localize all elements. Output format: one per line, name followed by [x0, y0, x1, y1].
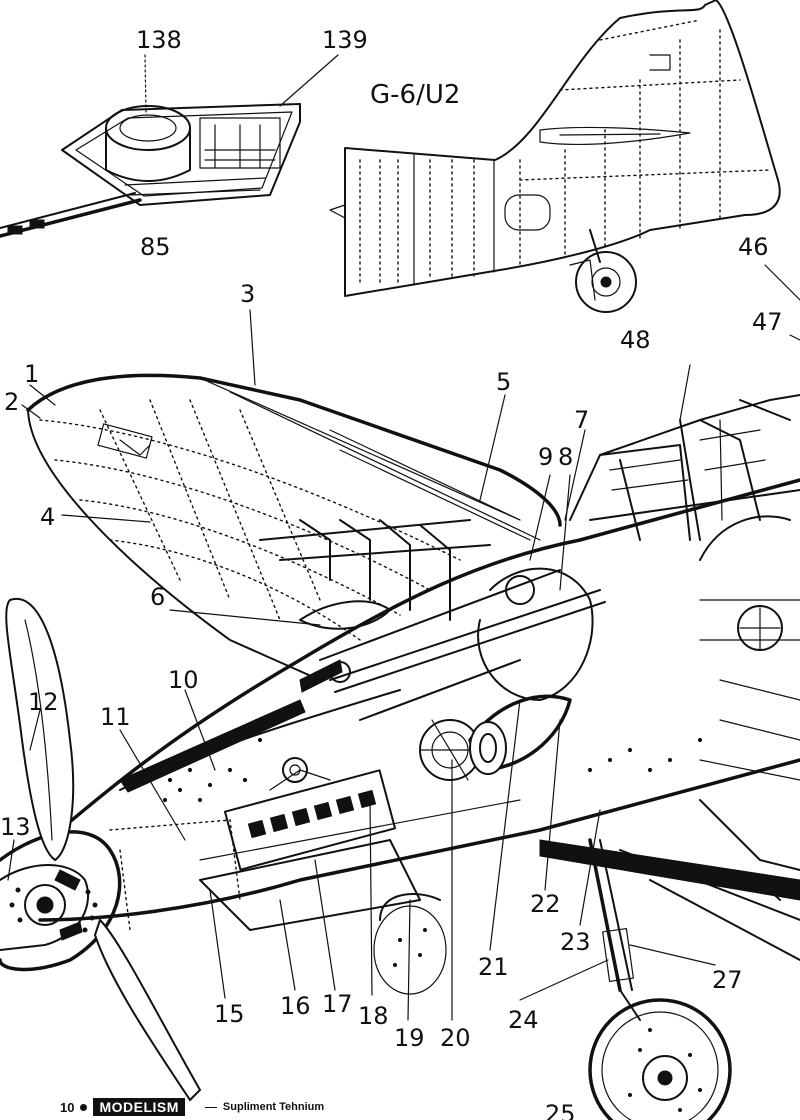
separator-dash [204, 1106, 217, 1108]
variant-label: G-6/U2 [370, 80, 460, 110]
callout-11: 11 [100, 703, 131, 731]
callout-4: 4 [40, 503, 55, 531]
callout-24: 24 [508, 1006, 539, 1034]
pod-detail [0, 54, 339, 238]
callout-6: 6 [150, 583, 165, 611]
callout-18: 18 [358, 1002, 389, 1030]
supplement-label: Supliment Tehnium [222, 1101, 325, 1113]
callout-7: 7 [574, 406, 589, 434]
callout-85: 85 [140, 233, 171, 261]
callout-labels: G-6/U2 138 139 85 46 47 48 3 1 2 5 7 9 8… [0, 26, 783, 1120]
callout-27: 27 [712, 966, 743, 994]
callout-138: 138 [136, 26, 182, 54]
callout-21: 21 [478, 953, 509, 981]
leader-lines [7, 264, 800, 1021]
page-number: 10 [60, 1099, 75, 1115]
callout-23: 23 [560, 928, 591, 956]
callout-25: 25 [545, 1100, 576, 1120]
callout-13: 13 [0, 813, 31, 841]
page-footer: 10 MODELISM Supliment Tehnium [60, 1096, 324, 1118]
callout-3: 3 [240, 280, 255, 308]
callout-15: 15 [214, 1000, 245, 1028]
callout-46: 46 [738, 233, 769, 261]
callout-10: 10 [168, 666, 199, 694]
callout-2: 2 [4, 388, 19, 416]
callout-20: 20 [440, 1024, 471, 1052]
callout-19: 19 [394, 1024, 425, 1052]
callout-16: 16 [280, 992, 311, 1020]
callout-1: 1 [24, 360, 39, 388]
main-cutaway [0, 373, 800, 1120]
callout-9: 9 [538, 443, 553, 471]
callout-22: 22 [530, 890, 561, 918]
callout-139: 139 [322, 26, 368, 54]
callout-8: 8 [558, 443, 573, 471]
callout-5: 5 [496, 368, 511, 396]
tail-detail [329, 0, 781, 313]
callout-12: 12 [28, 688, 59, 716]
callout-47: 47 [752, 308, 783, 336]
bullet-dot [80, 1103, 88, 1111]
callout-48: 48 [620, 326, 651, 354]
callout-17: 17 [322, 990, 353, 1018]
magazine-brand: MODELISM [93, 1098, 185, 1116]
